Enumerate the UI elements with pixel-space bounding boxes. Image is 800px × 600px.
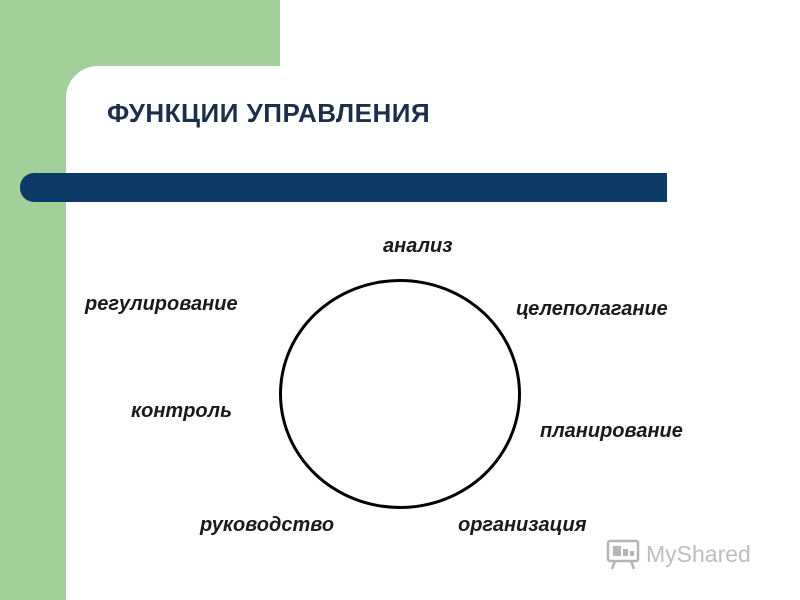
function-label-control: контроль	[131, 400, 232, 422]
function-label-goal-setting: целеполагание	[516, 298, 668, 320]
cycle-circle	[279, 279, 521, 509]
watermark-text: MyShared	[646, 540, 751, 567]
slide-title: ФУНКЦИИ УПРАВЛЕНИЯ	[107, 98, 431, 128]
function-label-planning: планирование	[540, 420, 683, 442]
watermark: MyShared	[606, 536, 751, 572]
myshared-logo-icon	[606, 539, 640, 570]
function-label-leadership: руководство	[200, 514, 335, 536]
title-underline-bar	[20, 173, 667, 202]
function-label-organization: организация	[458, 514, 587, 536]
function-label-analysis: анализ	[383, 235, 453, 257]
function-label-regulation: регулирование	[85, 293, 238, 315]
